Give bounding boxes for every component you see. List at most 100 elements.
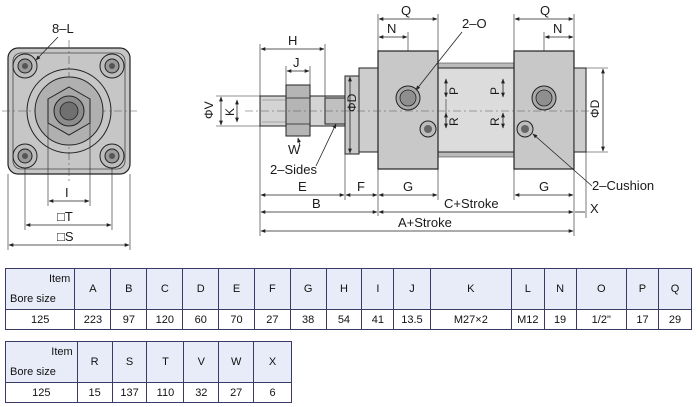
cell-c: 120 — [146, 309, 184, 330]
cell-n: 19 — [543, 309, 577, 330]
front-view: 8–L I □T □S — [2, 21, 137, 250]
dimension-table-1: Item Bore size A B C D E F G H I J K L N… — [4, 268, 693, 330]
header-p: P — [625, 268, 659, 310]
bore-size-label: Bore size — [10, 366, 56, 378]
label-q-left: Q — [401, 3, 411, 18]
tie-rod-nut-icon — [99, 143, 125, 169]
header-a: A — [74, 268, 112, 310]
label-r-right: R — [488, 117, 502, 126]
label-phi-d: ΦD — [588, 99, 602, 118]
cell-h: 54 — [325, 309, 363, 330]
label-h: H — [288, 33, 297, 48]
bore-size-label: Bore size — [10, 293, 56, 305]
label-c-stroke: C+Stroke — [444, 196, 499, 211]
header-f: F — [253, 268, 291, 310]
label-two-sides: 2–Sides — [270, 162, 317, 177]
label-two-cushion: 2–Cushion — [592, 178, 654, 193]
label-q-right: Q — [540, 3, 550, 18]
tie-rod-nut-icon — [99, 53, 125, 79]
header-s: S — [111, 341, 148, 383]
label-w: W — [288, 142, 301, 157]
side-view: H J ΦV K ΦD W 2–Sides E F B — [202, 3, 654, 236]
cushion-screw-icon — [419, 120, 437, 138]
table-header-row: Item Bore size A B C D E F G H I J K L N… — [4, 268, 693, 310]
dimension-table-2: Item Bore size R S T V W X 125 15 137 11… — [5, 341, 292, 403]
label-g-right: G — [539, 179, 549, 194]
label-j: J — [293, 55, 300, 70]
label-f: F — [357, 179, 365, 194]
cell-v: 32 — [183, 382, 220, 403]
cell-bore: 125 — [5, 382, 78, 403]
cell-e: 70 — [218, 309, 255, 330]
label-b: B — [312, 196, 321, 211]
cell-l: M12 — [511, 309, 545, 330]
header-g: G — [289, 268, 327, 310]
header-d: D — [182, 268, 220, 310]
cylinder-drawing: 8–L I □T □S — [2, 3, 654, 250]
header-h: H — [325, 268, 363, 310]
header-e: E — [218, 268, 255, 310]
cell-t: 110 — [146, 382, 185, 403]
label-phi-v: ΦV — [202, 101, 216, 119]
cell-o: 1/2" — [575, 309, 627, 330]
header-x: X — [253, 341, 292, 383]
table-row: 125 223 97 120 60 70 27 38 54 41 13.5 M2… — [4, 309, 693, 330]
rod-nut-icon — [285, 84, 311, 137]
label-p-right: P — [488, 87, 502, 95]
cell-b: 97 — [110, 309, 148, 330]
label-g-left: G — [403, 179, 413, 194]
header-l: L — [511, 268, 545, 310]
label-n-right: N — [553, 21, 562, 36]
cell-i: 41 — [361, 309, 395, 330]
header-q: Q — [657, 268, 693, 310]
cell-a: 223 — [74, 309, 112, 330]
header-w: W — [218, 341, 255, 383]
item-label: Item — [51, 346, 73, 358]
tie-rod-nut-icon — [12, 53, 38, 79]
label-e: E — [298, 179, 307, 194]
label-phi-d-small: ΦD — [345, 93, 359, 112]
cell-q: 29 — [657, 309, 693, 330]
header-r: R — [76, 341, 113, 383]
header-b: B — [110, 268, 148, 310]
cell-p: 17 — [625, 309, 659, 330]
label-t: □T — [57, 209, 73, 224]
cell-w: 27 — [218, 382, 255, 403]
cell-g: 38 — [289, 309, 327, 330]
table-header-row: Item Bore size R S T V W X — [5, 341, 292, 383]
tie-rod-nut-icon — [12, 143, 38, 169]
cell-r: 15 — [76, 382, 113, 403]
cell-x: 6 — [253, 382, 292, 403]
header-k: K — [429, 268, 513, 310]
header-n: N — [543, 268, 577, 310]
label-x: X — [590, 201, 599, 216]
cell-j: 13.5 — [393, 309, 431, 330]
label-a-stroke: A+Stroke — [398, 215, 452, 230]
port-icon — [395, 85, 421, 111]
label-r-left: R — [447, 117, 461, 126]
cell-k: M27×2 — [429, 309, 513, 330]
header-o: O — [575, 268, 627, 310]
label-two-o: 2–O — [462, 16, 487, 31]
label-n-left: N — [387, 21, 396, 36]
header-v: V — [183, 341, 220, 383]
cell-s: 137 — [111, 382, 148, 403]
header-j: J — [393, 268, 431, 310]
label-s: □S — [57, 229, 74, 244]
port-icon — [531, 85, 557, 111]
header-t: T — [146, 341, 185, 383]
label-i: I — [65, 185, 69, 200]
cell-d: 60 — [182, 309, 220, 330]
table-row: 125 15 137 110 32 27 6 — [5, 382, 292, 403]
item-label: Item — [48, 273, 71, 285]
cell-bore: 125 — [4, 309, 76, 330]
item-bore-header: Item Bore size — [5, 341, 78, 383]
label-p-left: P — [447, 87, 461, 95]
cushion-screw-icon — [516, 120, 534, 138]
cell-f: 27 — [253, 309, 291, 330]
label-k: K — [223, 108, 237, 116]
label-8-l: 8–L — [52, 21, 74, 36]
header-i: I — [361, 268, 395, 310]
item-bore-header: Item Bore size — [4, 268, 76, 310]
header-c: C — [146, 268, 184, 310]
